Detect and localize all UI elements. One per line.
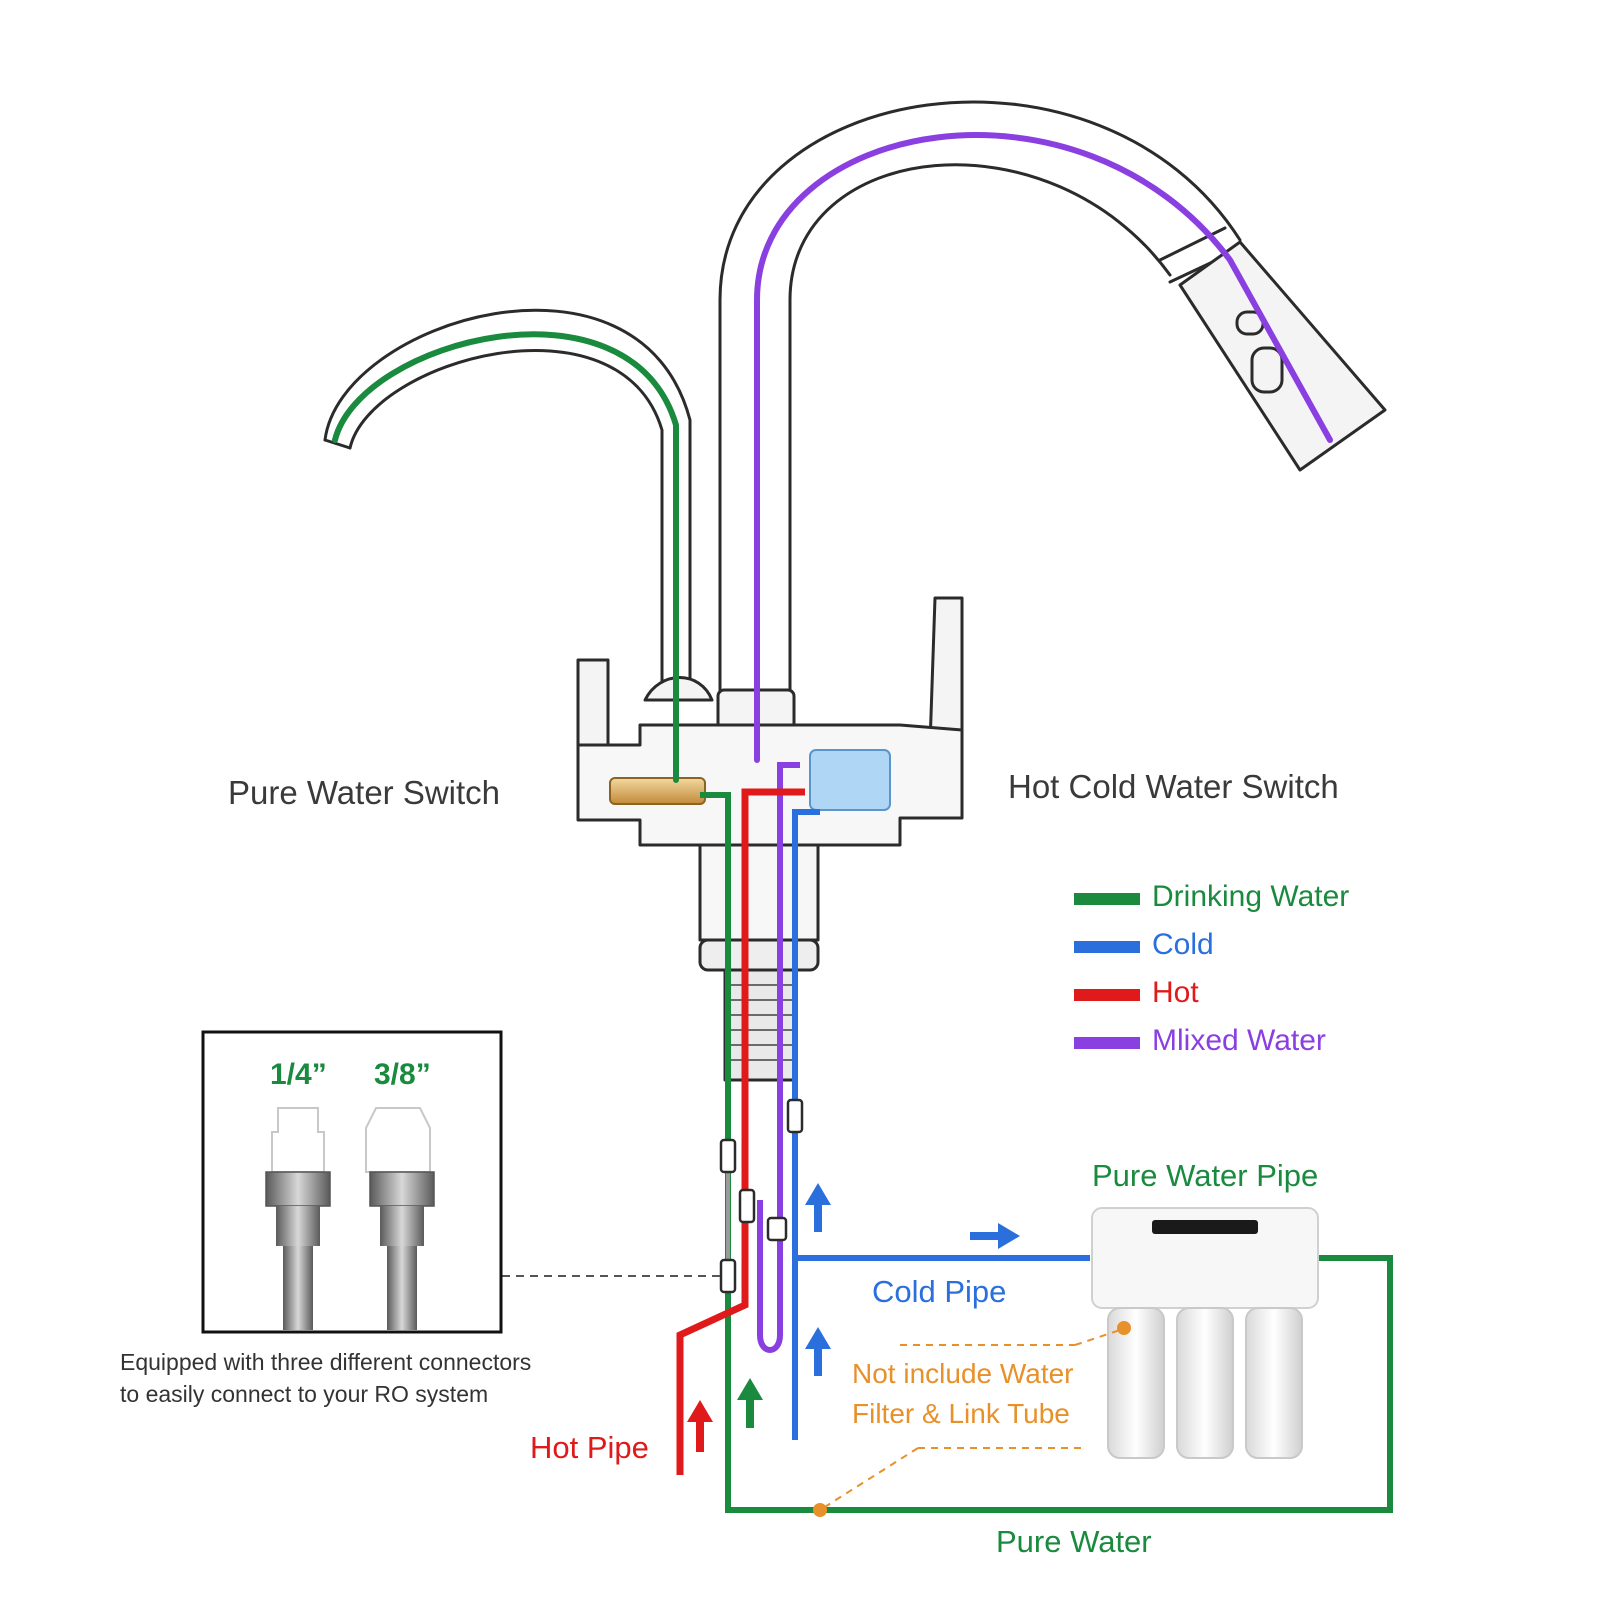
- pure-water-switch-label: Pure Water Switch: [228, 774, 501, 811]
- cold-pipe-label: Cold Pipe: [872, 1274, 1007, 1309]
- legend-swatch-mixed: [1074, 1037, 1140, 1049]
- drinking-water-spout-path: [332, 331, 679, 783]
- legend-label-mixed: Mlixed Water: [1152, 1024, 1326, 1057]
- note-leader-lines: [819, 1329, 1121, 1511]
- drinking-water-loop-path: [700, 792, 1393, 1513]
- hot-water-path: [676, 788, 805, 1475]
- mixed-water-down-path: [757, 762, 800, 1353]
- connectors-note: Equipped with three different connectors…: [120, 1349, 532, 1407]
- pure-water-pipe-label: Pure Water Pipe: [1092, 1158, 1319, 1193]
- legend-swatches: [1074, 893, 1140, 1049]
- faucet-drawing: [323, 100, 1387, 1082]
- connector-size-three-eighths: 3/8”: [374, 1058, 431, 1091]
- legend-swatch-cold: [1074, 941, 1140, 953]
- flow-arrow: [687, 1183, 1020, 1452]
- ro-filter-unit: [1091, 1207, 1319, 1459]
- cold-water-path: [792, 809, 820, 1440]
- not-included-note: Not include Water Filter & Link Tube: [852, 1358, 1074, 1429]
- connector-fittings: [719, 1098, 804, 1294]
- hot-cold-water-switch-label: Hot Cold Water Switch: [1008, 768, 1339, 805]
- legend-label-drinking: Drinking Water: [1152, 880, 1350, 913]
- legend-swatch-drinking: [1074, 893, 1140, 905]
- legend-label-cold: Cold: [1152, 928, 1214, 961]
- connectors-inset-box: [201, 1030, 503, 1334]
- legend-label-hot: Hot: [1152, 976, 1199, 1009]
- mixed-water-path: [754, 132, 1333, 763]
- hot-cold-cartridge: [809, 749, 891, 811]
- note-dot-filter: [1117, 1321, 1131, 1335]
- note-dot-pipe: [813, 1503, 827, 1517]
- pure-water-cartridge: [609, 777, 706, 805]
- pure-water-label: Pure Water: [996, 1524, 1152, 1559]
- legend-swatch-hot: [1074, 989, 1140, 1001]
- connector-size-quarter: 1/4”: [270, 1058, 327, 1091]
- connector-fitting: [265, 1107, 435, 1330]
- hot-pipe-label: Hot Pipe: [530, 1430, 649, 1465]
